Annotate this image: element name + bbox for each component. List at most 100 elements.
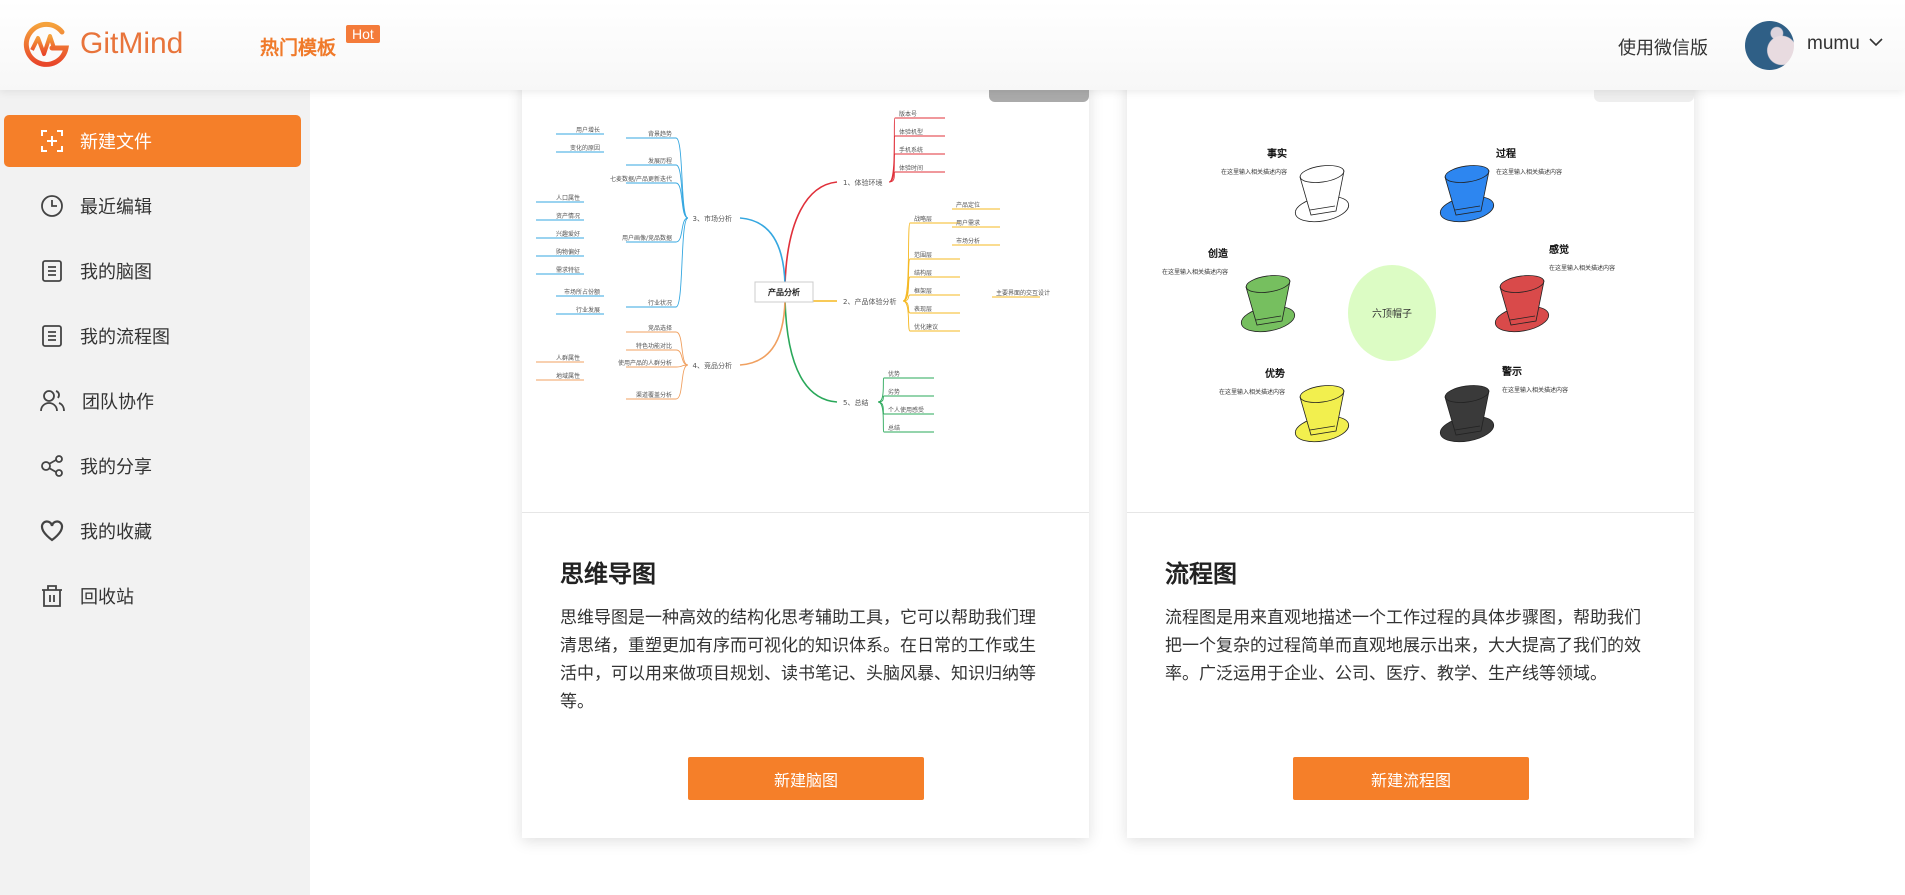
- username[interactable]: mumu: [1807, 33, 1860, 54]
- mindmap-subleaf: 用户需求: [956, 219, 980, 227]
- mindmap-leaf: 背景趋势: [648, 130, 672, 138]
- sidebar-item-label: 我的分享: [80, 457, 152, 478]
- new-mindmap-button[interactable]: 新建脑图: [688, 757, 924, 800]
- sidebar-item-label: 我的流程图: [80, 327, 170, 348]
- mindmap-edge: [626, 331, 689, 366]
- sidebar-item-share[interactable]: 我的分享: [4, 440, 301, 492]
- template-card-mindmap[interactable]: 产品分析 1、体验环境 2、产品体验分析 5、总结 3、市场分析 4、竞品分析 …: [522, 60, 1089, 838]
- mindmap-preview[interactable]: 产品分析 1、体验环境 2、产品体验分析 5、总结 3、市场分析 4、竞品分析 …: [522, 60, 1089, 513]
- hat-title: 过程: [1496, 147, 1516, 160]
- card-tab: [989, 90, 1089, 102]
- hat-description: 在这里输入相关描述内容: [1162, 268, 1228, 276]
- team-icon: [40, 390, 65, 412]
- sidebar-item-recent[interactable]: 最近编辑: [4, 180, 301, 232]
- mindmap-edge: [902, 294, 960, 302]
- template-card-flowchart[interactable]: 六顶帽子 事实在这里输入相关描述内容过程在这里输入相关描述内容创造在这里输入相关…: [1127, 60, 1694, 838]
- clock-icon: [41, 195, 63, 217]
- mindmap-subleaf: 兴趣爱好: [556, 230, 580, 238]
- sidebar-item-label: 团队协作: [82, 392, 154, 413]
- sidebar-item-label: 我的脑图: [80, 262, 152, 283]
- mindmap-subleaf: 人口属性: [556, 194, 580, 202]
- mindmap-leaf: 特色功能对比: [636, 342, 672, 350]
- mindmap-edge: [902, 276, 960, 302]
- document-icon: [42, 325, 62, 347]
- mindmap-subleaf: 变化的原因: [570, 144, 600, 152]
- mindmap-edge: [888, 135, 945, 183]
- hat-description: 在这里输入相关描述内容: [1549, 264, 1615, 272]
- hat-description: 在这里输入相关描述内容: [1496, 168, 1562, 176]
- branch-label: 3、市场分析: [693, 214, 732, 223]
- mindmap-subleaf: 产品定位: [956, 201, 980, 209]
- mindmap-leaf: 表现层: [914, 305, 932, 313]
- avatar[interactable]: [1745, 21, 1794, 70]
- sidebar-item-my-mindmaps[interactable]: 我的脑图: [4, 245, 301, 297]
- center-circle: [1348, 265, 1436, 361]
- mindmap-edge: [877, 395, 934, 403]
- mindmap-leaf: 用户画像/竞品数据: [622, 234, 672, 242]
- sidebar-item-my-flowcharts[interactable]: 我的流程图: [4, 310, 301, 362]
- mindmap-subleaf: 市场分析: [956, 237, 980, 245]
- sidebar-item-team[interactable]: 团队协作: [4, 375, 301, 427]
- heart-icon: [40, 520, 64, 542]
- mindmap-subleaf: 资产情况: [556, 212, 580, 220]
- card-description: 流程图是用来直观地描述一个工作过程的具体步骤图，帮助我们把一个复杂的过程简单而直…: [1165, 608, 1641, 684]
- sidebar-item-trash[interactable]: 回收站: [4, 570, 301, 622]
- flowchart-preview[interactable]: 六顶帽子 事实在这里输入相关描述内容过程在这里输入相关描述内容创造在这里输入相关…: [1127, 60, 1694, 513]
- hat-title: 感觉: [1549, 243, 1569, 256]
- hat-icon: [1494, 275, 1550, 333]
- sidebar-item-favorites[interactable]: 我的收藏: [4, 505, 301, 557]
- branch-label: 4、竞品分析: [693, 361, 732, 370]
- chevron-down-icon[interactable]: [1868, 34, 1884, 50]
- mindmap-leaf: 使用产品的人群分析: [618, 359, 672, 367]
- mindmap-edge: [626, 164, 689, 219]
- mindmap-subleaf: 人群属性: [556, 354, 580, 362]
- hat-title: 优势: [1265, 367, 1285, 380]
- mindmap-edge: [626, 217, 689, 243]
- mindmap-subleaf: 用户增长: [576, 126, 600, 134]
- card-tab: [1594, 90, 1694, 102]
- branch-label: 2、产品体验分析: [843, 297, 896, 306]
- wechat-version-link[interactable]: 使用微信版: [1618, 38, 1708, 59]
- hot-templates-link[interactable]: 热门模板: [260, 37, 337, 59]
- mindmap-leaf: 竞品选择: [648, 324, 672, 332]
- mindmap-edge: [626, 182, 689, 219]
- mindmap-edge: [902, 258, 960, 302]
- sidebar-item-label: 新建文件: [80, 132, 152, 153]
- new-flowchart-button[interactable]: 新建流程图: [1293, 757, 1529, 800]
- center-label: 六顶帽子: [1372, 307, 1412, 320]
- mindmap-edge: [888, 171, 945, 183]
- gitmind-logo[interactable]: GitMind: [22, 20, 183, 68]
- mindmap-center-node: [754, 281, 814, 303]
- mindmap-leaf: 结构层: [914, 269, 932, 277]
- mindmap-subleaf: 地域属性: [556, 372, 580, 380]
- mindmap-leaf: 版本号: [899, 110, 917, 118]
- hat-description: 在这里输入相关描述内容: [1502, 386, 1568, 394]
- mindmap-leaf: 优化建议: [914, 323, 938, 331]
- mindmap-leaf: 优势: [888, 370, 900, 378]
- mindmap-leaf: 行业状况: [648, 299, 672, 307]
- mindmap-leaf: 战略层: [914, 215, 932, 223]
- logo-text: GitMind: [80, 27, 184, 60]
- mindmap-leaf: 总结: [888, 424, 900, 432]
- hat-icon: [1439, 165, 1495, 223]
- hat-description: 在这里输入相关描述内容: [1221, 168, 1287, 176]
- mindmap-edge: [877, 401, 934, 433]
- hat-icon: [1439, 385, 1495, 443]
- hat-title: 警示: [1501, 365, 1522, 378]
- center-label: 产品分析: [768, 287, 800, 297]
- mindmap-subleaf: 购物偏好: [556, 248, 580, 256]
- add-file-icon: [41, 130, 63, 152]
- mindmap-leaf: 体验时间: [899, 164, 923, 172]
- six-hats-diagram: 六顶帽子 事实在这里输入相关描述内容过程在这里输入相关描述内容创造在这里输入相关…: [1162, 147, 1615, 443]
- hat-title: 事实: [1267, 147, 1287, 160]
- mindmap-leaf: 渠道覆盖分析: [636, 391, 672, 399]
- mindmap-edge: [626, 364, 689, 368]
- hat-description: 在这里输入相关描述内容: [1219, 388, 1285, 396]
- mindmap-diagram: 产品分析 1、体验环境 2、产品体验分析 5、总结 3、市场分析 4、竞品分析 …: [536, 110, 1050, 433]
- mindmap-leaf: 劣势: [888, 388, 900, 396]
- top-header: GitMind 热门模板 Hot 使用微信版 mumu: [0, 0, 1905, 90]
- card-title: 思维导图: [560, 560, 656, 588]
- sidebar-item-label: 最近编辑: [80, 197, 152, 218]
- mindmap-subleaf: 主要界面的交互设计: [996, 289, 1050, 297]
- sidebar-item-new-file[interactable]: 新建文件: [4, 115, 301, 167]
